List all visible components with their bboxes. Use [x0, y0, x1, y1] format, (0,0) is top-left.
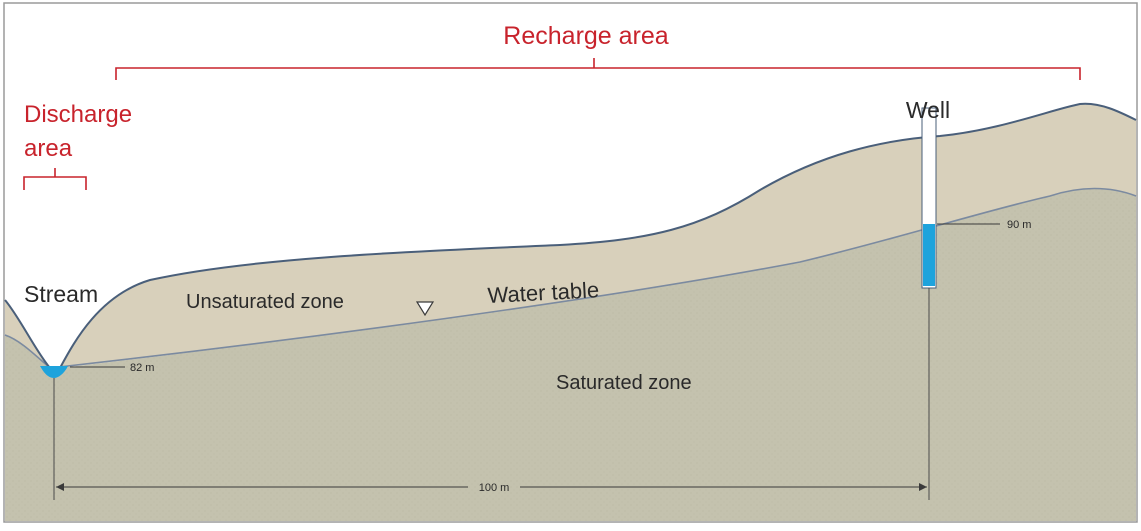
- water-table-label: Water table: [487, 277, 600, 308]
- unsaturated-zone-label: Unsaturated zone: [186, 291, 344, 313]
- stream-label: Stream: [24, 281, 98, 307]
- recharge-area-label: Recharge area: [503, 22, 668, 50]
- recharge-area-bracket: [115, 58, 1081, 80]
- well-level-label: 90 m: [1007, 219, 1031, 231]
- ground-surface-line: [4, 102, 1137, 369]
- well-water: [923, 224, 935, 286]
- stream-level-label: 82 m: [130, 362, 154, 374]
- stream-water: [40, 366, 68, 378]
- discharge-area-label-line1: Discharge: [24, 101, 132, 128]
- distance-arrow-left-icon: [56, 483, 64, 491]
- discharge-area-bracket: [23, 168, 87, 190]
- well-label: Well: [906, 97, 950, 123]
- discharge-area-label-line2: area: [24, 135, 73, 162]
- water-table-line: [4, 187, 1137, 369]
- saturated-zone-texture: [5, 188, 1136, 521]
- saturated-zone-label: Saturated zone: [556, 372, 692, 394]
- distance-arrow-right-icon: [919, 483, 927, 491]
- inverted-triangle-icon: [415, 301, 435, 317]
- unsaturated-zone-area: [5, 103, 1136, 368]
- distance-label: 100 m: [479, 482, 510, 494]
